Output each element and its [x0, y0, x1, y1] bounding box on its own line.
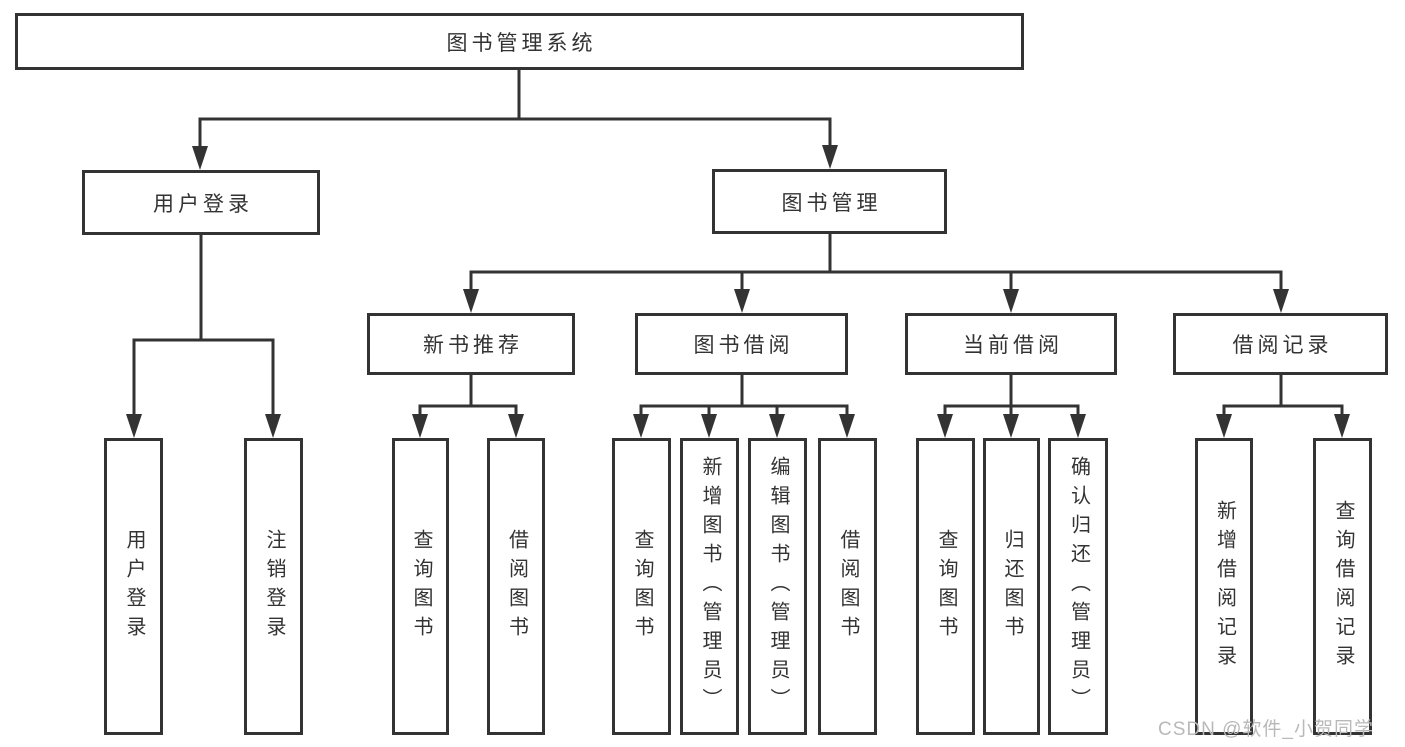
arrow-down-icon: [1273, 289, 1289, 313]
arrow-down-icon: [508, 414, 524, 438]
arrow-down-icon: [463, 289, 479, 313]
node-borrow-records: 借阅记录: [1173, 313, 1388, 375]
leaf-borrow-add-books-admin: 新增图书（管理员）: [680, 438, 739, 735]
node-borrow-records-label: 借阅记录: [1232, 334, 1333, 357]
node-current-borrow-label: 当前借阅: [963, 334, 1063, 357]
arrow-down-icon: [1334, 414, 1350, 438]
csdn-watermark: CSDN @软件_小贺同学: [1158, 719, 1374, 740]
leaf-borrow-edit-books-admin: 编辑图书（管理员）: [748, 438, 807, 735]
connector-line: [132, 338, 275, 421]
arrow-down-icon: [633, 414, 649, 438]
node-user-login-label: 用户登录: [153, 192, 253, 216]
leaf-newbook-borrow-books: 借阅图书: [487, 438, 545, 735]
connector-line: [1222, 404, 1344, 421]
leaf-current-return-books: 归还图书: [983, 438, 1040, 735]
arrow-down-icon: [192, 146, 208, 170]
arrow-down-icon: [839, 414, 855, 438]
leaf-records-query-record: 查询借阅记录: [1313, 438, 1372, 735]
leaf-borrow-borrow-books: 借阅图书: [818, 438, 877, 735]
arrowheads: [126, 145, 1350, 438]
node-new-book-recommend-label: 新书推荐: [423, 334, 523, 357]
arrow-down-icon: [734, 289, 750, 313]
arrow-down-icon: [1216, 414, 1232, 438]
node-book-management: 图书管理: [712, 169, 947, 234]
node-book-borrow-label: 图书借阅: [693, 334, 794, 357]
leaf-current-confirm-return-admin: 确认归还（管理员）: [1048, 438, 1108, 735]
arrow-down-icon: [937, 414, 953, 438]
arrow-down-icon: [265, 414, 281, 438]
node-current-borrow: 当前借阅: [905, 313, 1117, 375]
connector-line: [469, 270, 1283, 296]
connector-line: [943, 404, 1080, 421]
arrow-down-icon: [1070, 414, 1086, 438]
leaf-borrow-add-books-admin-label: 新增图书（管理员）: [699, 456, 721, 717]
leaf-records-query-record-label: 查询借阅记录: [1332, 499, 1354, 674]
arrow-down-icon: [701, 414, 717, 438]
leaf-borrow-query-books: 查询图书: [612, 438, 671, 735]
connector-line: [418, 404, 518, 421]
node-book-borrow: 图书借阅: [635, 313, 848, 375]
leaf-newbook-borrow-books-label: 借阅图书: [505, 528, 528, 645]
leaf-newbook-query-books: 查询图书: [392, 438, 449, 735]
node-user-login: 用户登录: [82, 170, 320, 235]
leaf-borrow-edit-books-admin-label: 编辑图书（管理员）: [767, 456, 789, 717]
leaf-records-add-record-label: 新增借阅记录: [1213, 499, 1236, 674]
node-root: 图书管理系统: [15, 13, 1024, 70]
arrow-down-icon: [1003, 414, 1019, 438]
arrow-down-icon: [769, 414, 785, 438]
leaf-current-confirm-return-admin-label: 确认归还（管理员）: [1067, 456, 1090, 717]
arrow-down-icon: [822, 145, 838, 169]
leaf-borrow-borrow-books-label: 借阅图书: [837, 528, 859, 645]
leaf-logout-label: 注销登录: [263, 528, 285, 645]
arrow-down-icon: [1003, 289, 1019, 313]
node-book-management-label: 图书管理: [781, 191, 882, 215]
connector-line: [198, 117, 832, 152]
arrow-down-icon: [412, 414, 428, 438]
leaf-user-login: 用户登录: [104, 438, 163, 735]
leaf-logout: 注销登录: [244, 438, 303, 735]
leaf-current-query-books-label: 查询图书: [935, 528, 957, 645]
node-root-label: 图书管理系统: [446, 31, 597, 55]
leaf-newbook-query-books-label: 查询图书: [410, 528, 432, 645]
leaf-current-query-books: 查询图书: [916, 438, 975, 735]
node-new-book-recommend: 新书推荐: [367, 313, 575, 375]
leaf-records-add-record: 新增借阅记录: [1195, 438, 1253, 735]
leaf-current-return-books-label: 归还图书: [1001, 528, 1023, 645]
leaf-borrow-query-books-label: 查询图书: [631, 528, 653, 645]
arrow-down-icon: [126, 414, 142, 438]
leaf-user-login-label: 用户登录: [123, 528, 145, 645]
connector-line: [639, 404, 849, 421]
